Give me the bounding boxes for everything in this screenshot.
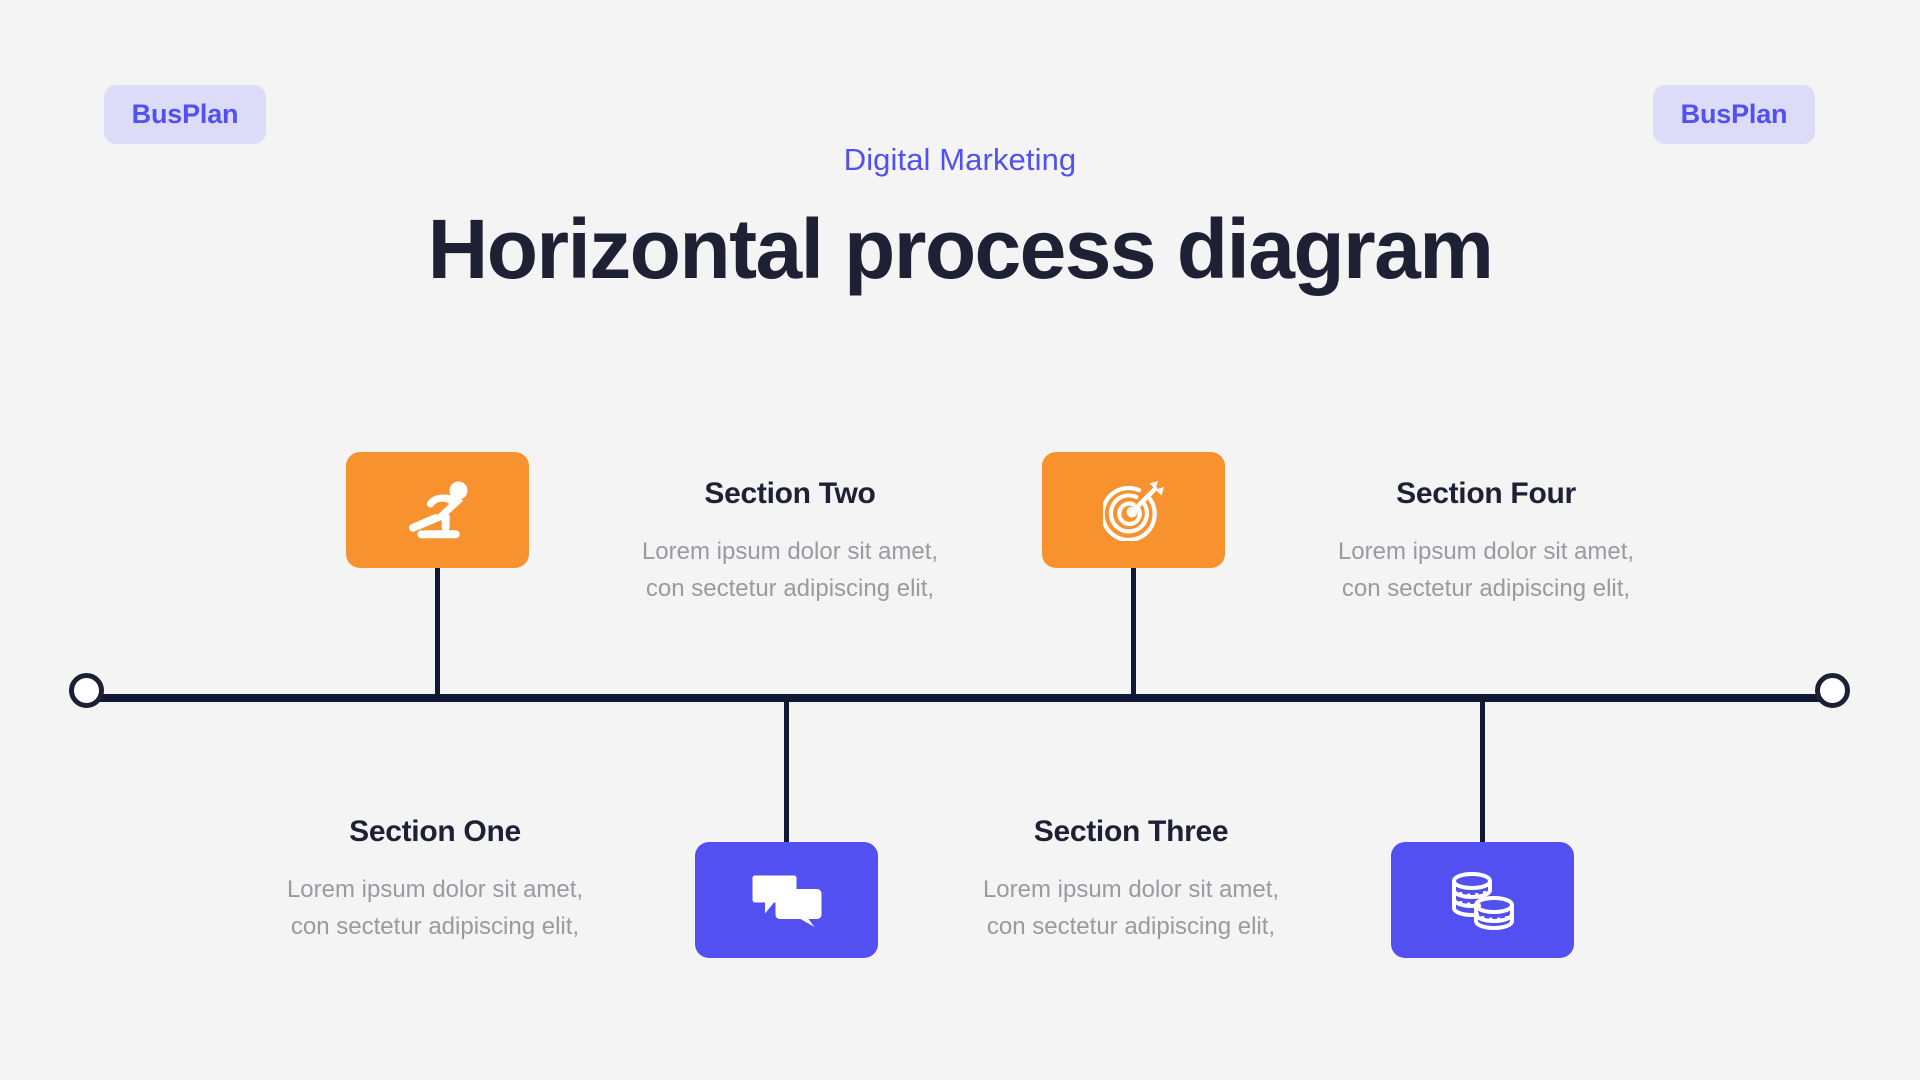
brand-badge-left[interactable]: BusPlan: [104, 85, 266, 144]
icon-card-section-four[interactable]: [1391, 842, 1574, 958]
icon-card-section-one[interactable]: [346, 452, 529, 568]
section-one-body: Lorem ipsum dolor sit amet, con sectetur…: [286, 876, 584, 941]
chat-bubbles-icon: [752, 873, 822, 927]
timeline-end-point: [1815, 673, 1850, 708]
brand-badge-right[interactable]: BusPlan: [1653, 85, 1815, 144]
section-two-body: Lorem ipsum dolor sit amet, con sectetur…: [641, 538, 939, 603]
connector-stem-1: [435, 560, 440, 698]
timeline-rail: [96, 694, 1824, 702]
section-four-body: Lorem ipsum dolor sit amet, con sectetur…: [1337, 538, 1635, 603]
target-arrow-icon: [1102, 479, 1165, 541]
timeline-start-point: [69, 673, 104, 708]
section-block-two: Section Two Lorem ipsum dolor sit amet, …: [575, 477, 1005, 607]
section-three-body: Lorem ipsum dolor sit amet, con sectetur…: [982, 876, 1280, 941]
brand-badge-left-label: BusPlan: [131, 99, 239, 129]
section-one-title: Section One: [349, 815, 521, 848]
section-block-three: Section Three Lorem ipsum dolor sit amet…: [916, 815, 1346, 945]
section-block-four: Section Four Lorem ipsum dolor sit amet,…: [1271, 477, 1701, 607]
section-block-one: Section One Lorem ipsum dolor sit amet, …: [220, 815, 650, 945]
brand-badge-right-label: BusPlan: [1680, 99, 1788, 129]
icon-card-section-two[interactable]: [695, 842, 878, 958]
section-two-title: Section Two: [704, 477, 876, 510]
connector-stem-4: [1480, 694, 1485, 842]
page-title: Horizontal process diagram: [427, 202, 1494, 296]
coins-stack-icon: [1448, 869, 1518, 931]
icon-card-section-three[interactable]: [1042, 452, 1225, 568]
slide-eyebrow: Digital Marketing: [843, 142, 1077, 177]
section-three-title: Section Three: [1033, 815, 1229, 848]
runner-icon: [405, 480, 471, 540]
connector-stem-3: [1131, 560, 1136, 698]
connector-stem-2: [784, 694, 789, 842]
section-four-title: Section Four: [1396, 477, 1576, 510]
